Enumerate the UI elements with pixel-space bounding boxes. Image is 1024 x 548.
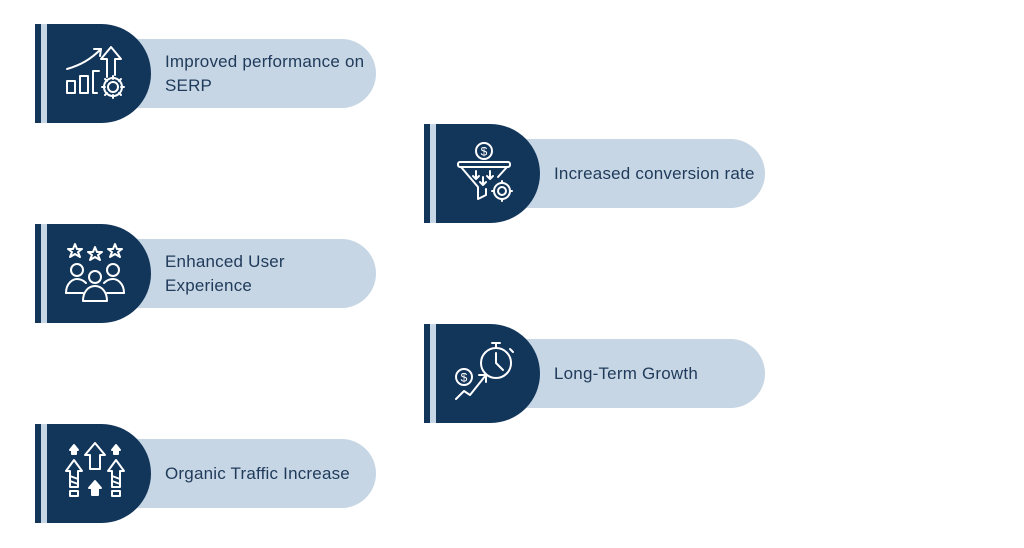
badge-stripe <box>41 24 47 123</box>
benefit-label: Enhanced User Experience <box>165 251 285 295</box>
icon-badge <box>35 24 151 123</box>
benefit-pill <box>130 439 376 508</box>
up-arrows-icon <box>63 441 131 505</box>
funnel-dollar-gear-icon: $ <box>452 141 520 205</box>
benefit-label: Improved performance on SERP <box>165 51 365 95</box>
badge-stripe <box>430 124 436 223</box>
icon-badge <box>35 224 151 323</box>
icon-badge: $ <box>424 324 540 423</box>
icon-badge: $ <box>424 124 540 223</box>
badge-stripe <box>430 324 436 423</box>
icon-badge <box>35 424 151 523</box>
badge-stripe <box>41 224 47 323</box>
benefit-pill <box>519 139 765 208</box>
growth-chart-gear-icon <box>63 41 131 105</box>
stopwatch-dollar-growth-icon: $ <box>452 341 520 405</box>
benefit-card-ux: Enhanced User Experience <box>35 224 376 323</box>
benefit-pill <box>519 339 765 408</box>
svg-text:$: $ <box>481 145 488 159</box>
benefit-pill <box>130 39 376 108</box>
benefit-card-traffic: Organic Traffic Increase <box>35 424 376 523</box>
benefit-label: Long-Term Growth <box>554 363 698 383</box>
benefit-label: Organic Traffic Increase <box>165 463 350 483</box>
benefit-card-serp: Improved performance on SERP <box>35 24 376 123</box>
benefit-label: Increased conversion rate <box>554 163 755 183</box>
badge-stripe <box>41 424 47 523</box>
benefit-pill <box>130 239 376 308</box>
benefit-card-growth: $ Long-Term Growth <box>424 324 765 423</box>
benefit-card-conversion: $ Increased conversion rate <box>424 124 765 223</box>
users-stars-icon <box>63 241 131 305</box>
svg-text:$: $ <box>461 371 468 385</box>
